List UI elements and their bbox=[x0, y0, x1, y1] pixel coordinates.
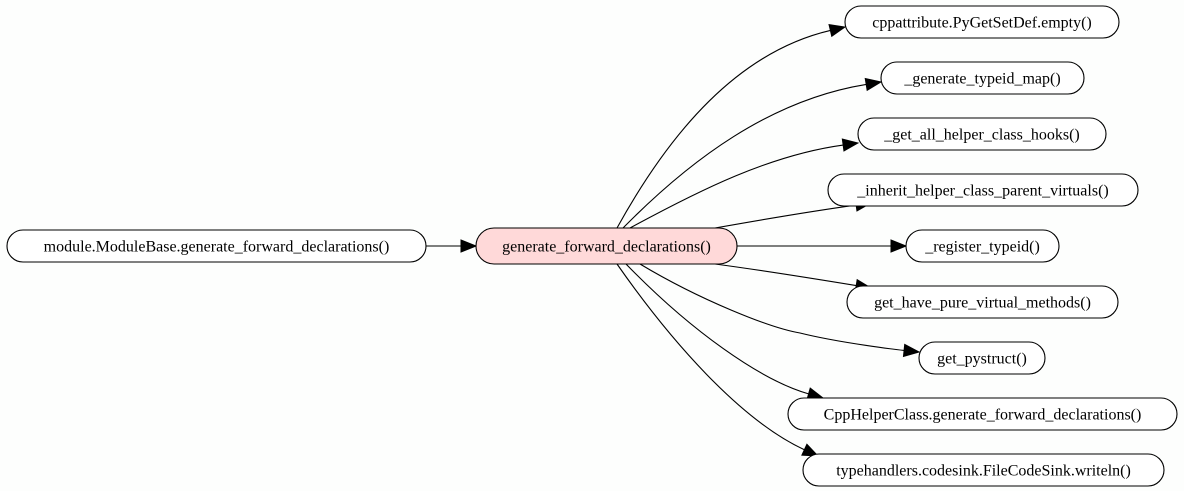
function-node-c6[interactable]: get_have_pure_virtual_methods() bbox=[846, 285, 1119, 319]
focus-node[interactable]: generate_forward_declarations() bbox=[475, 227, 738, 265]
node-box[interactable] bbox=[6, 229, 427, 263]
edge-focus-to-c3 bbox=[629, 138, 860, 229]
node-box[interactable] bbox=[844, 5, 1120, 39]
node-box[interactable] bbox=[846, 285, 1119, 319]
node-box[interactable] bbox=[475, 227, 738, 265]
node-box[interactable] bbox=[827, 173, 1139, 207]
edge-focus-to-c6 bbox=[714, 263, 873, 293]
arrowhead-icon bbox=[890, 239, 908, 253]
function-node-c1[interactable]: cppattribute.PyGetSetDef.empty() bbox=[844, 5, 1120, 39]
node-label: _inherit_helper_class_parent_virtuals() bbox=[856, 183, 1108, 200]
node-box[interactable] bbox=[918, 341, 1046, 375]
arrowhead-icon bbox=[902, 343, 921, 358]
nodes-layer: module.ModuleBase.generate_forward_decla… bbox=[6, 5, 1178, 487]
edge-line bbox=[616, 263, 805, 451]
edge-line bbox=[639, 263, 905, 351]
node-box[interactable] bbox=[802, 453, 1165, 487]
function-node-c5[interactable]: _register_typeid() bbox=[905, 229, 1060, 263]
node-box[interactable] bbox=[857, 117, 1107, 151]
node-box[interactable] bbox=[905, 229, 1060, 263]
node-label: typehandlers.codesink.FileCodeSink.write… bbox=[836, 463, 1131, 480]
edge-focus-to-c7 bbox=[639, 263, 921, 358]
edge-focus-to-c9 bbox=[616, 263, 820, 457]
node-label: CppHelperClass.generate_forward_declarat… bbox=[824, 407, 1142, 424]
edge-line bbox=[622, 83, 867, 229]
node-label: get_pystruct() bbox=[937, 351, 1027, 368]
node-label: _get_all_helper_class_hooks() bbox=[883, 127, 1080, 144]
arrowhead-icon bbox=[828, 23, 847, 38]
edge-line bbox=[714, 263, 857, 287]
edge-line bbox=[616, 29, 831, 229]
node-box[interactable] bbox=[880, 61, 1085, 95]
edge-line bbox=[714, 204, 857, 229]
node-label: _register_typeid() bbox=[924, 239, 1040, 256]
function-node-c4[interactable]: _inherit_helper_class_parent_virtuals() bbox=[827, 173, 1139, 207]
arrowhead-icon bbox=[864, 77, 883, 92]
node-label: cppattribute.PyGetSetDef.empty() bbox=[872, 15, 1092, 32]
edge-line bbox=[625, 263, 809, 395]
arrowhead-icon bbox=[801, 443, 820, 457]
edge-focus-to-c2 bbox=[622, 77, 883, 229]
edge-focus-to-c5 bbox=[736, 239, 908, 253]
function-node-caller[interactable]: module.ModuleBase.generate_forward_decla… bbox=[6, 229, 427, 263]
edge-caller-to-focus bbox=[426, 239, 478, 253]
node-label: module.ModuleBase.generate_forward_decla… bbox=[44, 239, 390, 256]
function-node-c3[interactable]: _get_all_helper_class_hooks() bbox=[857, 117, 1107, 151]
function-node-c9[interactable]: typehandlers.codesink.FileCodeSink.write… bbox=[802, 453, 1165, 487]
edge-line bbox=[629, 144, 844, 229]
edge-focus-to-c1 bbox=[616, 23, 847, 229]
function-node-c7[interactable]: get_pystruct() bbox=[918, 341, 1046, 375]
function-node-c8[interactable]: CppHelperClass.generate_forward_declarat… bbox=[787, 397, 1178, 431]
arrowhead-icon bbox=[460, 239, 478, 253]
node-label: generate_forward_declarations() bbox=[502, 239, 711, 256]
node-label: get_have_pure_virtual_methods() bbox=[874, 295, 1091, 312]
node-box[interactable] bbox=[787, 397, 1178, 431]
arrowhead-icon bbox=[841, 138, 860, 152]
function-node-c2[interactable]: _generate_typeid_map() bbox=[880, 61, 1085, 95]
edges-layer bbox=[426, 23, 921, 457]
node-label: _generate_typeid_map() bbox=[903, 71, 1060, 88]
edge-focus-to-c8 bbox=[625, 263, 825, 401]
